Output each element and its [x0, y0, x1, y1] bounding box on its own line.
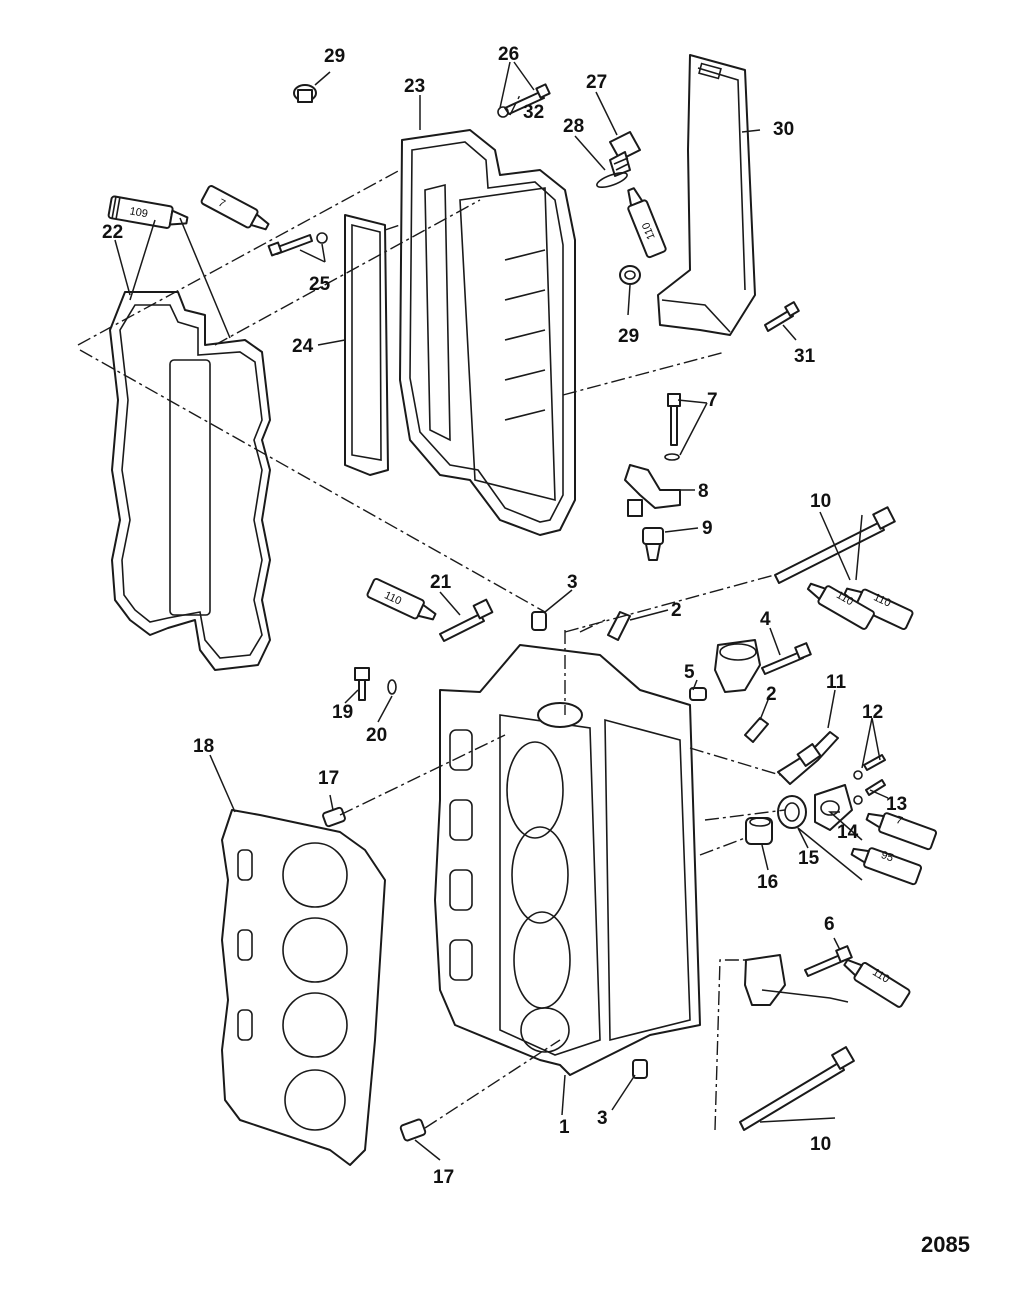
tube-110-bolt6: 110: [843, 958, 911, 1008]
callout-9: 9: [702, 518, 713, 539]
tube-7-top: 7: [200, 185, 270, 231]
callout-1: 1: [559, 1117, 570, 1138]
bolt-31: [764, 301, 800, 332]
clamp-6: [744, 954, 786, 1006]
callout-6: 6: [824, 914, 835, 935]
hardware-parts: [267, 83, 896, 1142]
plug-29-top: [293, 84, 317, 103]
tube-95: 95: [850, 847, 922, 886]
dowel-17-lower: [399, 1118, 427, 1142]
tube-109: 109: [107, 195, 189, 229]
cylinder-head: [434, 644, 701, 1076]
callout-7: 7: [707, 390, 718, 411]
callout-8: 8: [698, 481, 709, 502]
callout-29-right: 29: [618, 326, 639, 347]
callout-15: 15: [798, 848, 820, 869]
tube-110-bolt4: 110: [806, 582, 875, 630]
cover-bracket: [657, 54, 756, 336]
callout-18: 18: [193, 736, 214, 757]
plug-29-right: [619, 265, 641, 285]
tube-7-flange: 7: [865, 812, 937, 851]
callout-14: 14: [837, 822, 859, 843]
o-ring-28: [596, 171, 628, 189]
seal-15: [777, 795, 807, 829]
tube-110-bolt10: 110: [843, 587, 914, 631]
callout-labels: 29 23 26 32 27 28 30 22 25 24 29 31 7 8 …: [102, 44, 907, 1188]
callout-13: 13: [886, 794, 907, 815]
screws-12: [853, 754, 886, 805]
tube-label-7-top: 7: [216, 197, 227, 210]
tube-110-cap: 110: [627, 187, 667, 259]
callout-4: 4: [760, 609, 771, 630]
bolt-4: [761, 642, 812, 675]
bolt-10-bottom: [739, 1046, 855, 1131]
rocker-cover-gasket: [109, 291, 271, 671]
callout-21: 21: [430, 572, 452, 593]
bolt-19: [354, 667, 370, 701]
fitting-3-top: [531, 611, 547, 631]
fitting-8: [624, 464, 681, 517]
callout-23: 23: [404, 76, 425, 97]
tube-110-bolt21: 110: [366, 577, 437, 621]
callout-3-bottom: 3: [597, 1108, 608, 1129]
bolt-26: [497, 83, 551, 118]
leader-lines: [114, 61, 889, 1161]
flange-14: [814, 784, 853, 831]
fitting-11: [777, 731, 839, 785]
sealant-tubes: 109 7 110 110 110 110: [107, 185, 937, 1008]
callout-3-top: 3: [567, 572, 578, 593]
callout-17-upper: 17: [318, 768, 339, 789]
cover-plate: [344, 214, 389, 476]
plug-16: [745, 817, 773, 845]
pin-5: [689, 687, 707, 701]
rocker-cover-housing: [399, 129, 576, 536]
bolt-6: [804, 945, 853, 977]
oil-cap-27: [609, 131, 641, 177]
callout-20: 20: [366, 725, 387, 746]
callout-10-bottom: 10: [810, 1134, 831, 1155]
washer-20: [387, 679, 397, 695]
callout-17-lower: 17: [433, 1167, 454, 1188]
callout-5: 5: [684, 662, 695, 683]
tube-label-7-flange: 7: [894, 814, 904, 827]
dowel-2-right: [744, 717, 769, 743]
callout-19: 19: [332, 702, 353, 723]
bolt-10-top: [774, 506, 896, 584]
callout-10-top: 10: [810, 491, 831, 512]
sensor-9: [642, 527, 664, 561]
callout-24: 24: [292, 336, 314, 357]
bolt-21: [439, 598, 494, 642]
callout-22: 22: [102, 222, 123, 243]
figure-number: 2085: [921, 1232, 970, 1257]
bolt-25: [267, 232, 328, 257]
callout-28: 28: [563, 116, 584, 137]
callout-12: 12: [862, 702, 883, 723]
tube-label-109: 109: [129, 205, 149, 220]
head-gasket: [221, 809, 386, 1166]
callout-11: 11: [826, 672, 847, 693]
callout-16: 16: [757, 872, 778, 893]
fitting-3-bottom: [632, 1059, 648, 1079]
dowel-17-upper: [322, 806, 346, 828]
callout-2-top: 2: [671, 600, 682, 621]
callout-32: 32: [523, 102, 544, 123]
callout-2-right: 2: [766, 684, 777, 705]
assembly-lines: [77, 94, 786, 1131]
callout-31: 31: [794, 346, 816, 367]
tube-label-95: 95: [879, 849, 895, 864]
bolt-7: [664, 393, 681, 461]
clamp-4: [714, 639, 761, 693]
callout-29-top: 29: [324, 46, 345, 67]
callout-27: 27: [586, 72, 607, 93]
dowel-2-top: [607, 611, 631, 641]
callout-30: 30: [773, 119, 794, 140]
callout-25: 25: [309, 274, 331, 295]
callout-26: 26: [498, 44, 519, 65]
